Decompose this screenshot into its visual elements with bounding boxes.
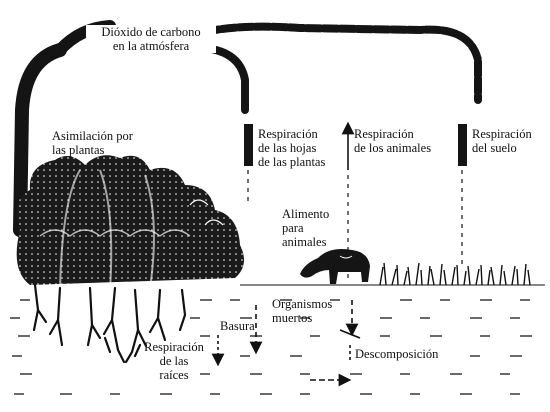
grass-icon — [240, 262, 545, 286]
roots-icon — [32, 283, 187, 364]
litter-label: Basura — [220, 319, 255, 333]
soil-cycle-arrows — [211, 300, 361, 387]
leaf-respiration-bar — [244, 124, 253, 166]
animal-respiration-label: Respiración de los animales — [354, 127, 432, 155]
soil-dashes — [10, 299, 532, 395]
decomposition-label: Descomposición — [355, 347, 439, 361]
tree-icon — [16, 155, 244, 291]
assimilation-label: Asimilación por las plantas — [52, 129, 133, 157]
dead-organisms-label: Organismos muertos — [272, 297, 333, 325]
animal-food-label: Alimento para animales — [282, 207, 330, 249]
atmosphere-title: Dióxido de carbono en la atmósfera — [86, 25, 216, 53]
soil-respiration-bar — [458, 124, 467, 166]
respiration-arrows — [244, 121, 467, 280]
root-respiration-label: Respiración de las raíces — [144, 340, 204, 382]
leaf-respiration-label: Respiración de las hojas de las plantas — [258, 127, 326, 169]
cow-icon — [300, 249, 370, 284]
soil-respiration-label: Respiración del suelo — [472, 127, 532, 155]
